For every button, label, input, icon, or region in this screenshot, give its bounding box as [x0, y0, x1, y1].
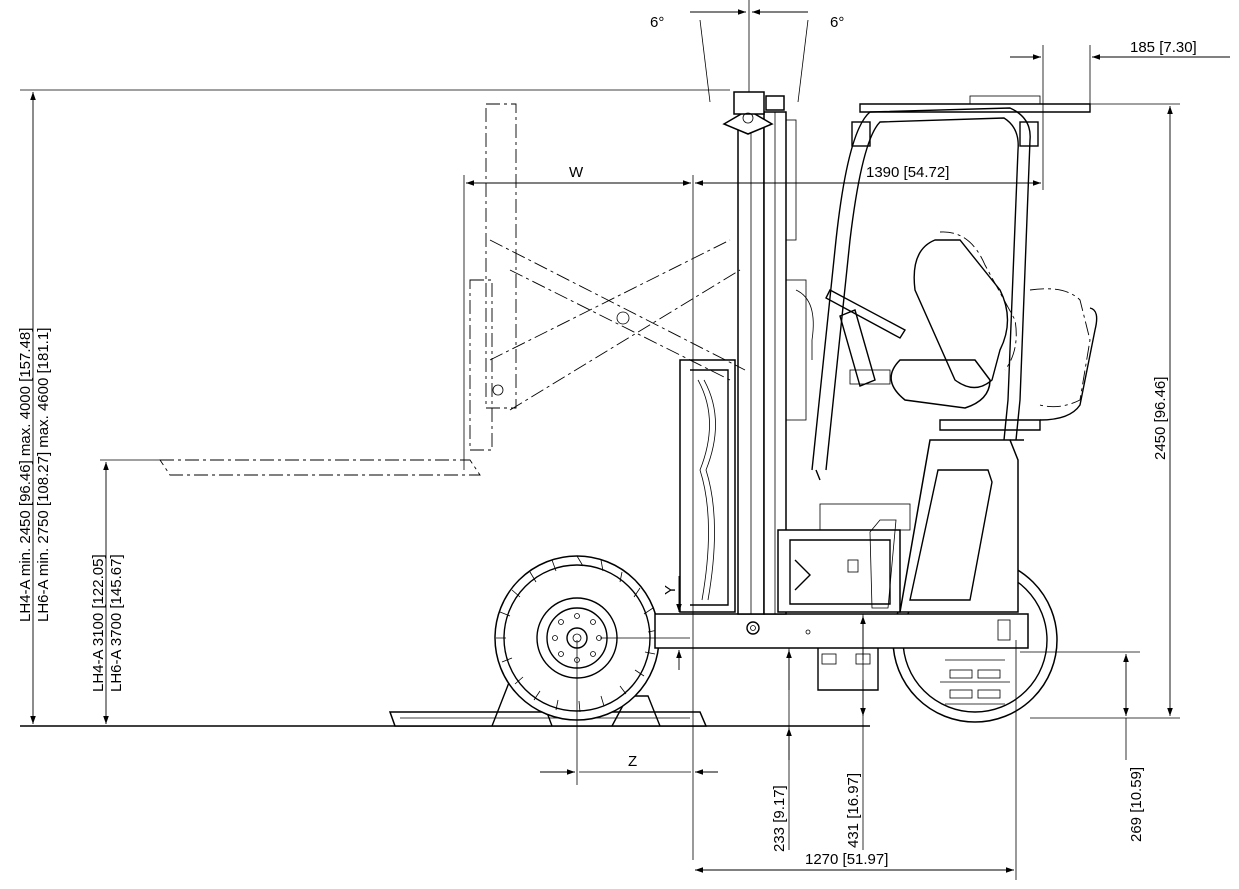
- clearance-233-label: 233 [9.17]: [771, 785, 788, 852]
- mast-height-label-lh4: LH4-A min. 2450 [96.46] max. 4000 [157.4…: [17, 328, 34, 622]
- wheelbase-dimension: [695, 640, 1017, 880]
- overhead-guard: [811, 95, 1091, 481]
- lift-height-label-lh6: LH6-A 3700 [145.67]: [108, 554, 125, 692]
- tilt-forward-label: 6°: [650, 14, 664, 31]
- lift-height-dimension: [100, 459, 170, 724]
- chassis-beam: [654, 613, 1029, 691]
- y-dimension: [600, 576, 690, 670]
- overall-height-label: 2450 [96.46]: [1152, 377, 1169, 460]
- overall-height-dimension: [1030, 106, 1180, 719]
- lift-height-label-lh4: LH4-A 3100 [122.05]: [90, 554, 107, 692]
- dim-z-label: Z: [628, 753, 637, 770]
- clearance-431-label: 431 [16.97]: [845, 773, 862, 848]
- width-w-label: W: [569, 164, 584, 181]
- wheelbase-label: 1270 [51.97]: [805, 851, 888, 868]
- length-1390-label: 1390 [54.72]: [866, 164, 949, 181]
- mast-height-label-lh6: LH6-A min. 2750 [108.27] max. 4600 [181.…: [35, 328, 52, 622]
- clearance-269-label: 269 [10.59]: [1128, 767, 1145, 842]
- width-dimension: [463, 175, 1041, 860]
- fork-carriage: [679, 359, 736, 613]
- tilt-backward-label: 6°: [830, 14, 844, 31]
- steering-wheel: [825, 289, 906, 387]
- body: [777, 439, 1019, 613]
- operator-seat: [890, 231, 1098, 431]
- mast: [722, 91, 814, 615]
- z-dimension: [540, 640, 718, 785]
- top-offset-dimension: [1010, 45, 1230, 190]
- raised-fork-phantom: [159, 103, 746, 476]
- dim-y-label: Y: [662, 585, 679, 595]
- top-offset-label: 185 [7.30]: [1130, 39, 1197, 56]
- tilt-angle-marks: [690, 0, 809, 103]
- clearance-269-dimension: [1020, 651, 1140, 760]
